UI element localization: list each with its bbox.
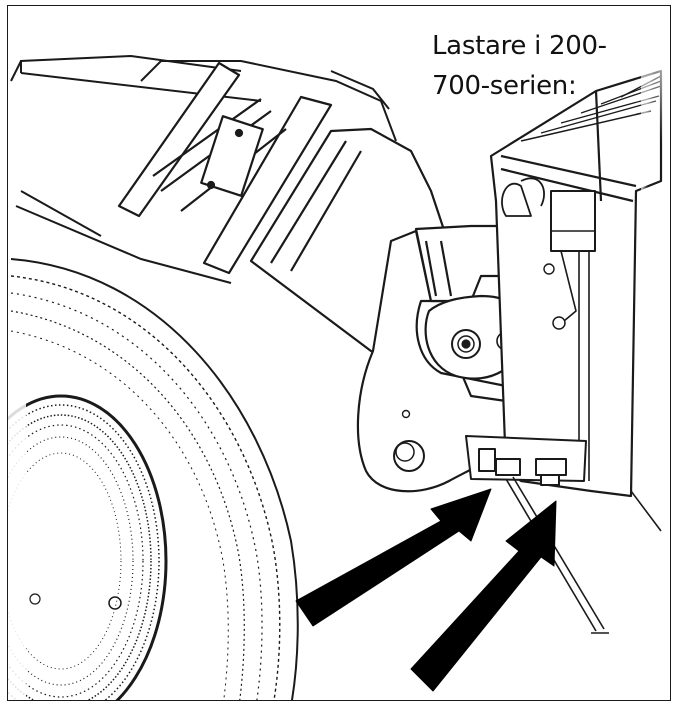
arrow-right: [410, 500, 557, 692]
illustration-frame: Lastare i 200- 700-serien:: [7, 5, 671, 701]
tire: [10, 258, 299, 700]
implement-frame: [489, 69, 663, 498]
arrow-left: [295, 488, 492, 627]
pointer-arrows: [295, 488, 557, 692]
loader-frame: [117, 61, 333, 275]
wheel-rim: [8, 394, 168, 700]
caption: Lastare i 200- 700-serien:: [432, 26, 670, 106]
locking-pins: [465, 435, 662, 634]
caption-line-2: 700-serien:: [432, 71, 577, 101]
loader-mount-illustration: [8, 54, 670, 700]
caption-line-1: Lastare i 200-: [432, 31, 607, 61]
